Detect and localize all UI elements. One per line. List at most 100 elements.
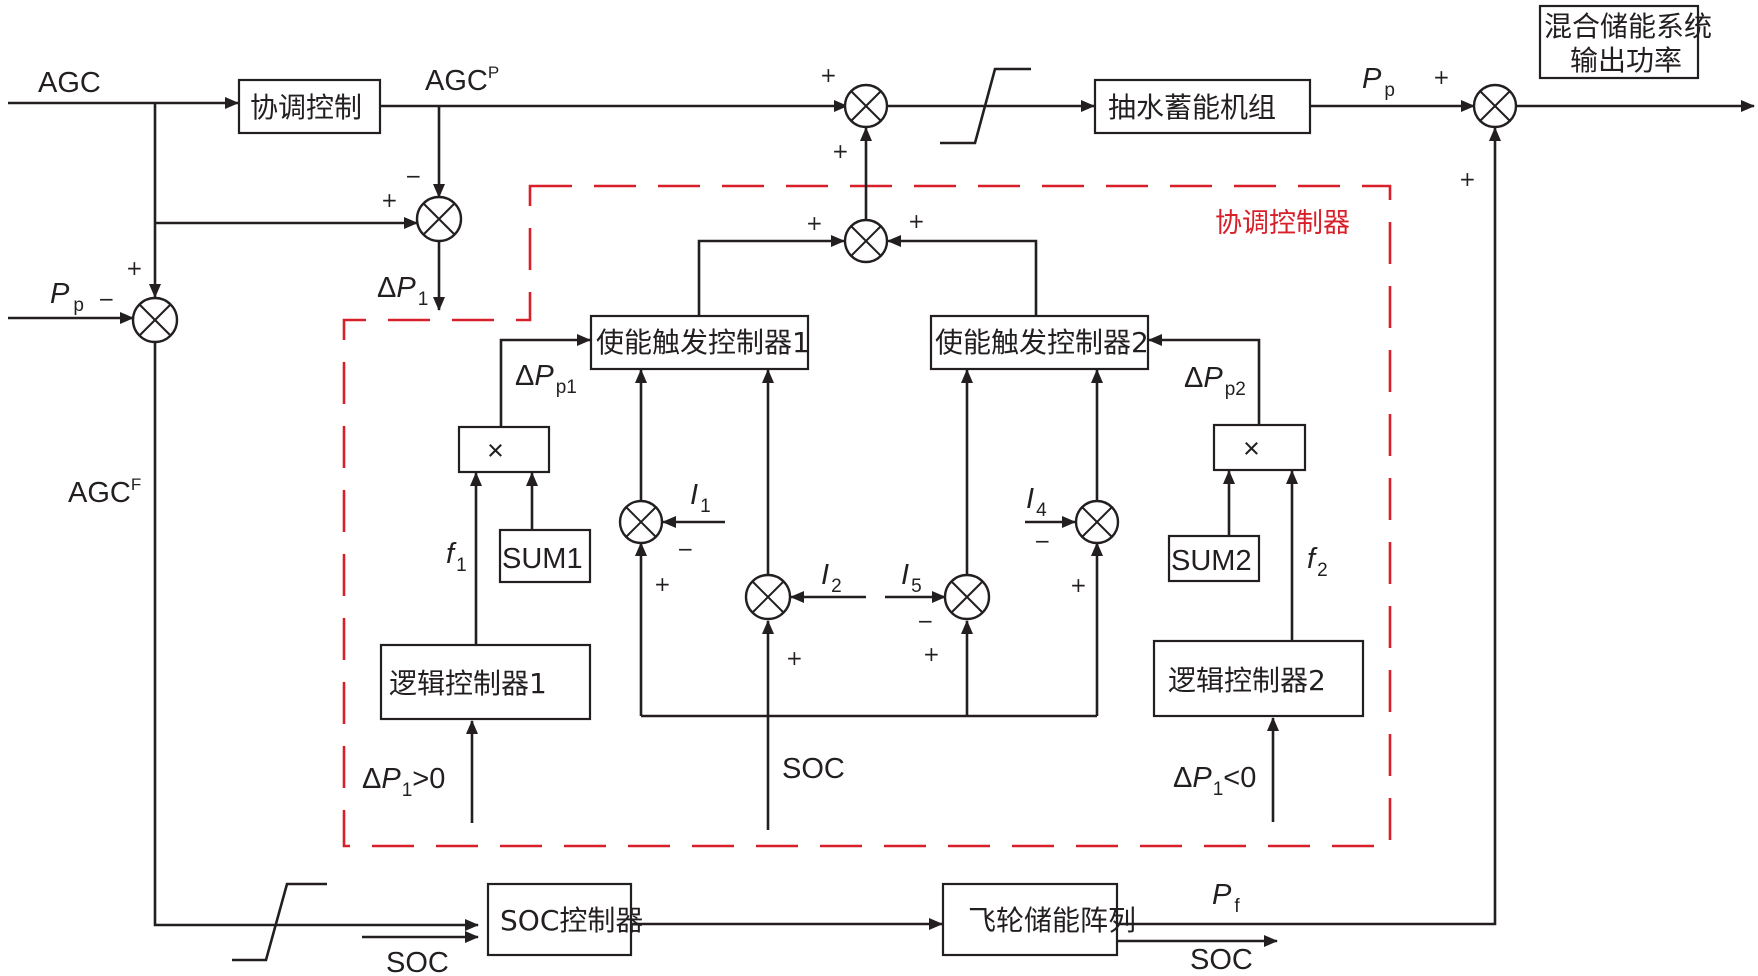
agc-label: AGC (38, 67, 101, 99)
flywheel-array-text: 飞轮储能阵列 (968, 904, 1136, 937)
agc-p-sup: P (488, 63, 499, 82)
enable-trigger-2-text: 使能触发控制器2 (935, 326, 1149, 359)
sum-junction-output (1472, 83, 1518, 129)
sign-minus: − (1034, 529, 1051, 553)
delta-p1-gt0-label: ΔP1>0 (362, 763, 445, 801)
coordinated-controller-boundary (342, 184, 1392, 848)
sign-plus: + (1433, 65, 1450, 89)
delta-symbol: Δ (515, 360, 534, 392)
sign-minus: − (917, 609, 934, 633)
delta-p1-gt0-sub: 1 (402, 780, 413, 801)
delta-symbol: Δ (362, 763, 381, 795)
trigger1-to-sum-line (697, 235, 845, 316)
i5-sub: 5 (911, 576, 922, 597)
lt0-text: <0 (1223, 762, 1256, 794)
i4-sub: 4 (1036, 500, 1047, 521)
delta-pp2-sub: p2 (1225, 379, 1246, 400)
soc-controller-text: SOC控制器 (500, 904, 643, 937)
delta-p1-lt0-base: P (1192, 762, 1212, 794)
f1-sub: 1 (456, 555, 467, 576)
i1-base: I (690, 479, 698, 511)
f2-base: f (1307, 543, 1318, 575)
pf-output-line (1117, 127, 1501, 926)
sign-plus: + (786, 646, 803, 670)
pumped-storage-unit-text: 抽水蓄能机组 (1108, 91, 1276, 124)
f2-sub: 2 (1317, 560, 1328, 581)
delta-p1-lt0-label: ΔP1<0 (1173, 762, 1256, 800)
sign-plus: + (654, 572, 671, 596)
sign-plus: + (381, 188, 398, 212)
sum-junction-pumped (843, 83, 889, 129)
multiplier-1-symbol: × (487, 435, 504, 467)
sum-junction-enable (843, 218, 889, 264)
delta-p1-base: P (396, 272, 416, 304)
i1-sub: 1 (700, 496, 711, 517)
logic-controller-2-text: 逻辑控制器2 (1168, 664, 1326, 697)
hybrid-output-block (1538, 4, 1700, 80)
pf-base: P (1212, 879, 1232, 911)
sign-minus: − (405, 164, 422, 188)
delta-symbol: Δ (377, 272, 396, 304)
sum-junction-i5 (943, 573, 991, 621)
multiplier-2-symbol: × (1243, 433, 1260, 465)
delta-p1-sub: 1 (418, 289, 429, 310)
delta-pp2-base: P (1203, 362, 1223, 394)
soc-center-label: SOC (782, 753, 845, 785)
sign-plus: + (126, 256, 143, 280)
coordination-control-text: 协调控制 (250, 91, 362, 124)
pp-sub: p (1384, 80, 1395, 101)
coordinated-controller-label: 协调控制器 (1215, 208, 1350, 239)
pf-sub: f (1234, 896, 1240, 917)
sign-plus: + (923, 642, 940, 666)
sum-junction-delta-p1 (415, 195, 463, 243)
delta-p1-lt0-sub: 1 (1213, 779, 1224, 800)
pumped-storage-unit-block (1093, 78, 1312, 135)
delta-p1-gt0-base: P (381, 763, 401, 795)
pp-base: P (1362, 63, 1382, 95)
delta-symbol: Δ (1184, 362, 1203, 394)
multiplier-2-block (1212, 423, 1307, 472)
logic-controller-1 (379, 643, 592, 721)
f1-base: f (446, 538, 457, 570)
pp-feedback-sub: p (73, 295, 84, 316)
sign-minus: − (98, 287, 115, 311)
i5-base: I (901, 559, 909, 591)
i2-base: I (821, 559, 829, 591)
hybrid-output-text-line1: 混合储能系统 (1544, 10, 1712, 43)
agc-f-sup: F (131, 475, 141, 494)
sum1-block (498, 528, 592, 584)
sign-plus: + (1459, 167, 1476, 191)
enable-trigger-controller-2 (929, 314, 1150, 371)
soc-controller-block (486, 882, 633, 957)
agc-p-base: AGC (425, 65, 488, 97)
sum2-block (1167, 534, 1261, 583)
agc-f-label: AGCF (68, 475, 141, 509)
trigger2-to-sum-line (887, 235, 1038, 316)
delta-pp1-sub: p1 (556, 377, 577, 398)
flywheel-array-block (941, 882, 1119, 957)
sign-plus: + (1070, 573, 1087, 597)
sum-junction-i1 (618, 499, 664, 545)
i4-base: I (1026, 483, 1034, 515)
multiplier-1-block (457, 425, 551, 474)
sum-junction-i4 (1074, 499, 1120, 545)
logic-controller-1-text: 逻辑控制器1 (389, 667, 547, 700)
agc-f-line (153, 342, 479, 931)
logic-controller-2 (1152, 639, 1365, 718)
sign-plus: + (806, 211, 823, 235)
sign-minus: − (677, 537, 694, 561)
delta-pp1-line (499, 334, 591, 427)
enable-trigger-controller-1 (589, 314, 810, 371)
soc-feedback-label: SOC (386, 947, 449, 976)
